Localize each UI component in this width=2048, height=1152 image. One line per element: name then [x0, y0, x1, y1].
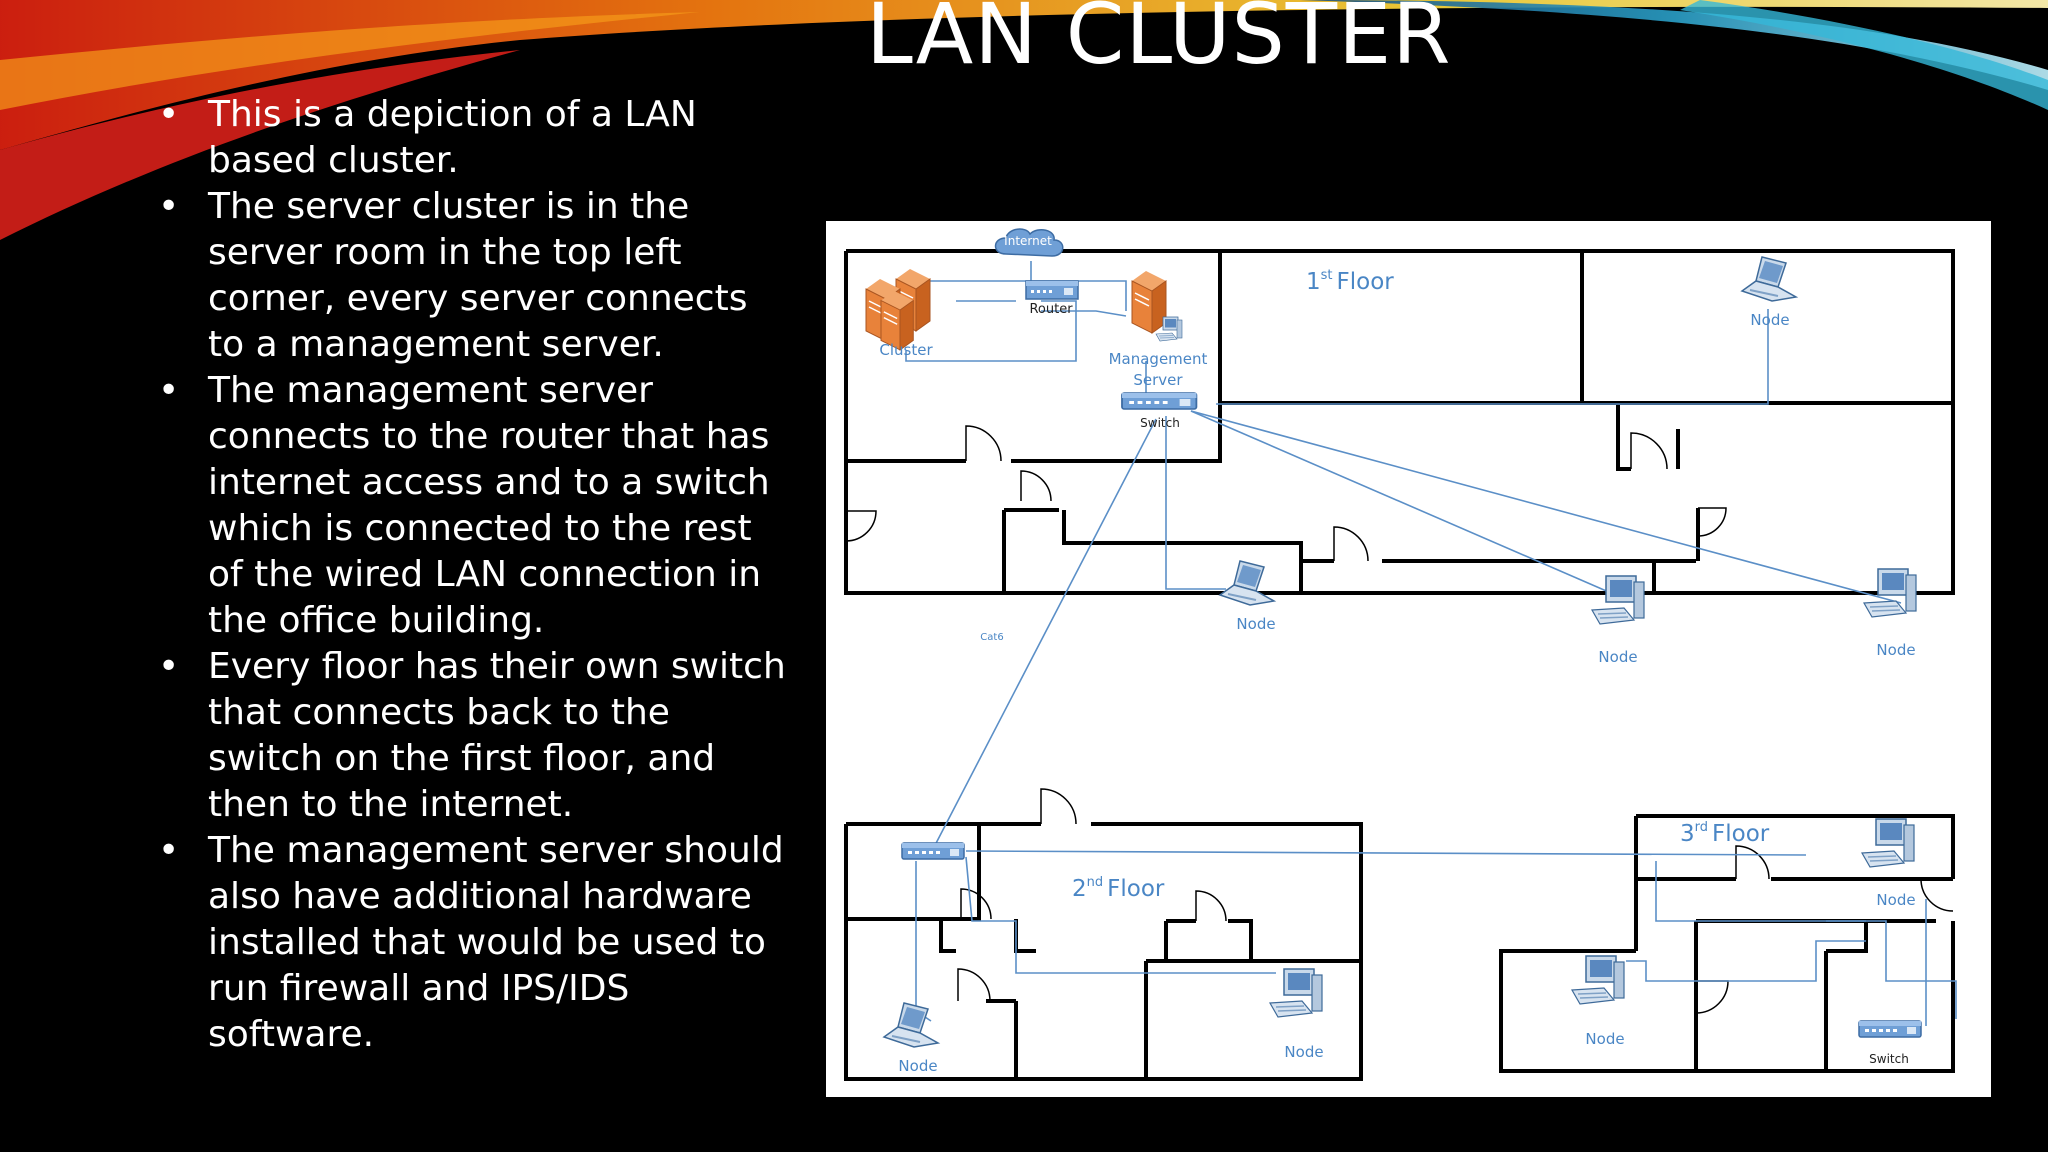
bullet-item: The management server should also have a… — [150, 828, 790, 1058]
management-server-icon — [1131, 270, 1183, 342]
switch-label: Switch — [1140, 416, 1180, 430]
laptop-icon — [1219, 560, 1275, 606]
desktop-icon — [1571, 955, 1625, 1005]
desktop-icon — [1269, 968, 1323, 1018]
internet-cloud-icon — [994, 228, 1064, 257]
desktop-icon — [1591, 575, 1645, 625]
switch-icon — [901, 842, 965, 860]
laptop-icon — [883, 1002, 939, 1048]
bullet-item: The management server connects to the ro… — [150, 368, 790, 644]
first-floor-walls — [844, 249, 1955, 595]
laptop-icon — [1741, 256, 1797, 302]
node-label: Node — [1750, 311, 1789, 329]
cluster-label: Cluster — [879, 341, 933, 359]
switch-icon — [1858, 1020, 1922, 1038]
node-label: Node — [1876, 891, 1915, 909]
node-label: Node — [1236, 615, 1275, 633]
network-wires — [905, 261, 1957, 1026]
bullet-item: This is a depiction of a LAN based clust… — [150, 92, 790, 184]
node-label: Node — [1585, 1030, 1624, 1048]
node-label: Node — [1284, 1043, 1323, 1061]
management-label-line2: Server — [1133, 371, 1183, 389]
second-floor-doors — [957, 788, 1227, 1002]
cluster-servers-icon — [865, 268, 931, 351]
bullet-item: The server cluster is in the server room… — [150, 184, 790, 368]
slide-title: LAN CLUSTER — [866, 0, 1452, 83]
first-floor-doors — [845, 425, 1727, 562]
node-label: Node — [1598, 648, 1637, 666]
bullet-list: This is a depiction of a LAN based clust… — [150, 92, 790, 1058]
switch-icon — [1121, 392, 1198, 410]
internet-label: Internet — [1004, 234, 1052, 248]
management-label-line1: Management — [1109, 350, 1208, 368]
router-label: Router — [1029, 302, 1073, 317]
bullet-item: Every floor has their own switch that co… — [150, 644, 790, 828]
floor-plan-diagram: Internet Router Cluster Management Serve… — [826, 221, 1991, 1097]
cable-label: Cat6 — [980, 632, 1003, 643]
second-floor-walls — [844, 822, 1363, 1081]
router-icon — [1025, 280, 1079, 300]
node-label: Node — [1876, 641, 1915, 659]
desktop-icon — [1861, 818, 1915, 868]
node-label: Node — [898, 1057, 937, 1075]
switch-label: Switch — [1869, 1052, 1909, 1066]
